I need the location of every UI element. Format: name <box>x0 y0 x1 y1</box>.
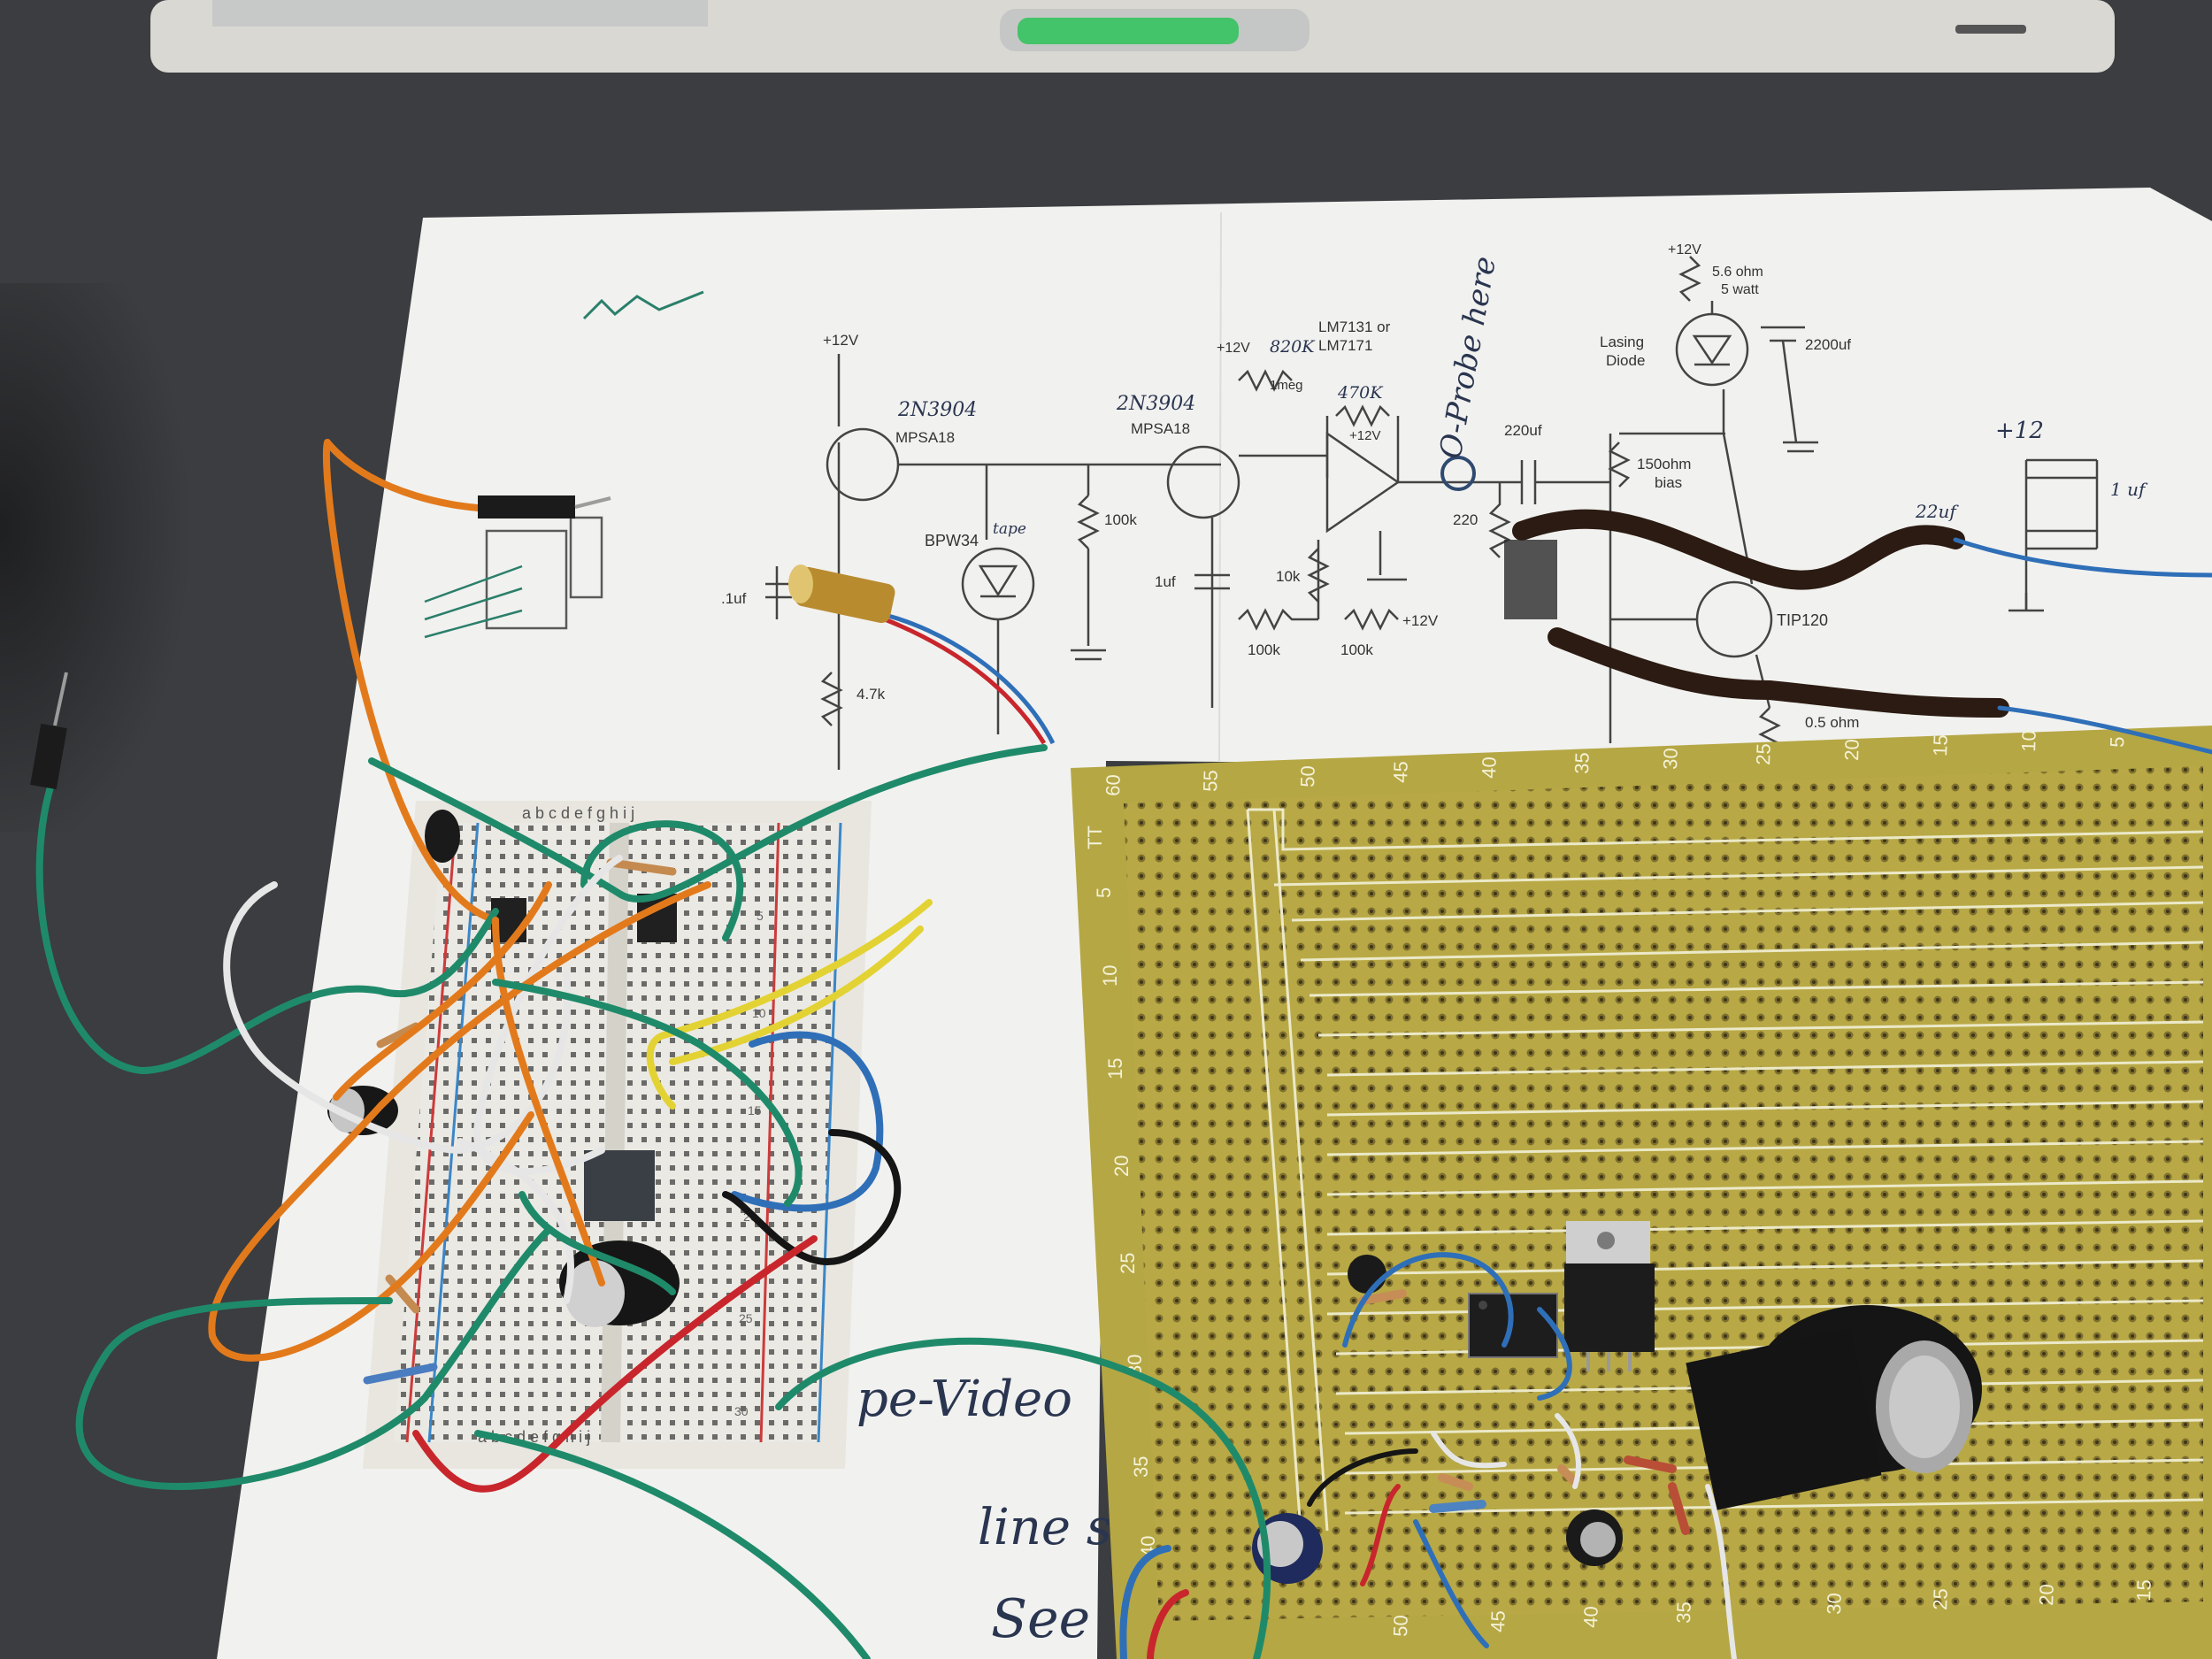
label-v12-d: +12V <box>1668 242 1701 257</box>
bb-row-num: 5 <box>757 909 764 923</box>
pb-side-num: 5 <box>1093 887 1115 898</box>
pb-bottom-num: 20 <box>2035 1584 2058 1606</box>
label-hand-22uf: 22uf <box>1915 501 1959 522</box>
pb-top-num: 50 <box>1296 765 1319 787</box>
breadboard-components <box>327 810 680 1385</box>
label-r220: 220 <box>1453 511 1478 528</box>
perfboard-wires <box>1307 1252 1737 1659</box>
label-opamp-1: LM7131 or <box>1318 319 1391 335</box>
pb-top-num: 5 <box>2106 736 2128 748</box>
small-capacitor <box>1566 1509 1623 1566</box>
label-laser-2: Diode <box>1606 352 1645 369</box>
perfboard-resistors <box>1358 1289 1690 1535</box>
pb-bottom-num: 15 <box>2132 1579 2155 1601</box>
pb-side-num: 10 <box>1099 965 1121 987</box>
perfboard-components <box>1252 1221 1982 1659</box>
label-q2-alt: MPSA18 <box>1131 420 1190 437</box>
label-r10k: 10k <box>1276 568 1301 585</box>
label-v12-c: +12V <box>1402 612 1439 629</box>
electrolytic-capacitor <box>425 810 460 863</box>
label-note-see: See <box>991 1588 1090 1650</box>
label-photodiode: BPW34 <box>925 532 979 549</box>
pb-bottom-num: 45 <box>1486 1610 1509 1632</box>
label-cap-220uf: 220uf <box>1504 422 1542 439</box>
pb-top-num: 45 <box>1389 761 1412 783</box>
label-opamp-supply: +12V <box>1349 428 1380 443</box>
label-tip120: TIP120 <box>1777 611 1828 629</box>
label-r820k: 820K <box>1270 337 1316 357</box>
pb-bottom-num: 25 <box>1929 1588 1952 1610</box>
bb-row-num: 30 <box>734 1404 749 1418</box>
label-v12-b: +12V <box>1217 341 1250 356</box>
bb-row-num: 15 <box>748 1103 762 1118</box>
label-v12-a: +12V <box>823 332 859 349</box>
pb-side-num: 15 <box>1104 1058 1126 1079</box>
pb-side-num: 20 <box>1110 1156 1133 1177</box>
label-r05: 0.5 ohm <box>1805 714 1859 731</box>
schematic-labels: +12V 2N3904 MPSA18 BPW34 tape 100k .1uf … <box>721 242 2148 1650</box>
pb-top-num: 20 <box>1840 739 1863 761</box>
pb-corner-mark: TT <box>1084 826 1106 849</box>
label-r56-1: 5.6 ohm <box>1712 265 1763 280</box>
label-opamp-2: LM7171 <box>1318 337 1372 354</box>
label-laser-1: Lasing <box>1600 334 1644 350</box>
small-capacitor <box>1348 1255 1386 1294</box>
label-r100k-a: 100k <box>1104 511 1137 528</box>
perfboard-side-numbers: 5 10 15 20 25 30 35 40 <box>1093 887 1159 1557</box>
perfboard-bottom-numbers: 50 45 40 35 30 25 20 15 <box>1389 1579 2155 1637</box>
breadboard: a b c d e f g h i j a b c d e f g h i j … <box>363 801 872 1469</box>
label-hand-1uf: 1 uf <box>2110 479 2148 500</box>
label-cap-2200uf: 2200uf <box>1805 336 1851 353</box>
label-cap-1uf: 1uf <box>1155 573 1176 590</box>
label-r100k-b: 100k <box>1248 641 1280 658</box>
label-note-video: pe-Video <box>856 1371 1072 1428</box>
electrolytic-capacitor <box>559 1240 680 1327</box>
label-bias: bias <box>1655 474 1682 491</box>
schematic-drawing <box>424 256 2099 770</box>
label-tape: tape <box>993 520 1026 538</box>
pb-side-num: 35 <box>1130 1456 1152 1478</box>
label-q1-alt: MPSA18 <box>895 429 955 446</box>
label-cap-01uf: .1uf <box>721 590 747 607</box>
jumper-pin <box>30 495 611 790</box>
label-q1-part: 2N3904 <box>897 399 977 421</box>
bb-top-letters: a b c d e f g h i j <box>522 804 634 822</box>
label-q2-part: 2N3904 <box>1116 393 1195 415</box>
label-note-line: line s <box>978 1499 1112 1556</box>
label-r56-2: 5 watt <box>1721 282 1759 297</box>
pb-bottom-num: 50 <box>1389 1615 1412 1637</box>
label-r4k7: 4.7k <box>856 686 886 703</box>
pb-top-num: 55 <box>1199 770 1222 792</box>
perfboard: 60 55 50 45 40 35 30 25 20 15 10 5 5 10 … <box>1071 726 2212 1659</box>
ic-chip <box>584 1150 655 1221</box>
voltage-regulator <box>1564 1221 1655 1371</box>
probe-wires <box>1504 509 2212 755</box>
perfboard-top-numbers: 60 55 50 45 40 35 30 25 20 15 10 5 <box>1102 730 2128 796</box>
pb-top-num: 60 <box>1102 774 1125 796</box>
label-hand-12: +12 <box>1995 418 2044 444</box>
pb-side-num: 25 <box>1117 1253 1139 1274</box>
pb-top-num: 30 <box>1659 748 1682 770</box>
bb-row-num: 25 <box>739 1311 753 1325</box>
pb-bottom-num: 40 <box>1579 1606 1602 1628</box>
label-r100k-c: 100k <box>1340 641 1373 658</box>
pb-top-num: 10 <box>2017 730 2040 752</box>
breadboard-wires <box>35 439 1271 1659</box>
pb-bottom-num: 35 <box>1672 1601 1695 1624</box>
pb-top-num: 25 <box>1752 743 1775 765</box>
label-r470k: 470K <box>1337 383 1384 403</box>
large-capacitor <box>1686 1305 1982 1510</box>
label-r150: 150ohm <box>1637 456 1691 472</box>
pb-top-num: 35 <box>1571 752 1594 774</box>
label-r1meg: 1meg <box>1270 378 1303 393</box>
pb-top-num: 40 <box>1478 757 1501 779</box>
laser-module <box>788 565 1056 745</box>
laptop-edge <box>150 0 2115 73</box>
bb-row-num: 10 <box>752 1006 766 1020</box>
pb-top-num: 15 <box>1929 734 1952 757</box>
pb-bottom-num: 30 <box>1823 1593 1846 1615</box>
